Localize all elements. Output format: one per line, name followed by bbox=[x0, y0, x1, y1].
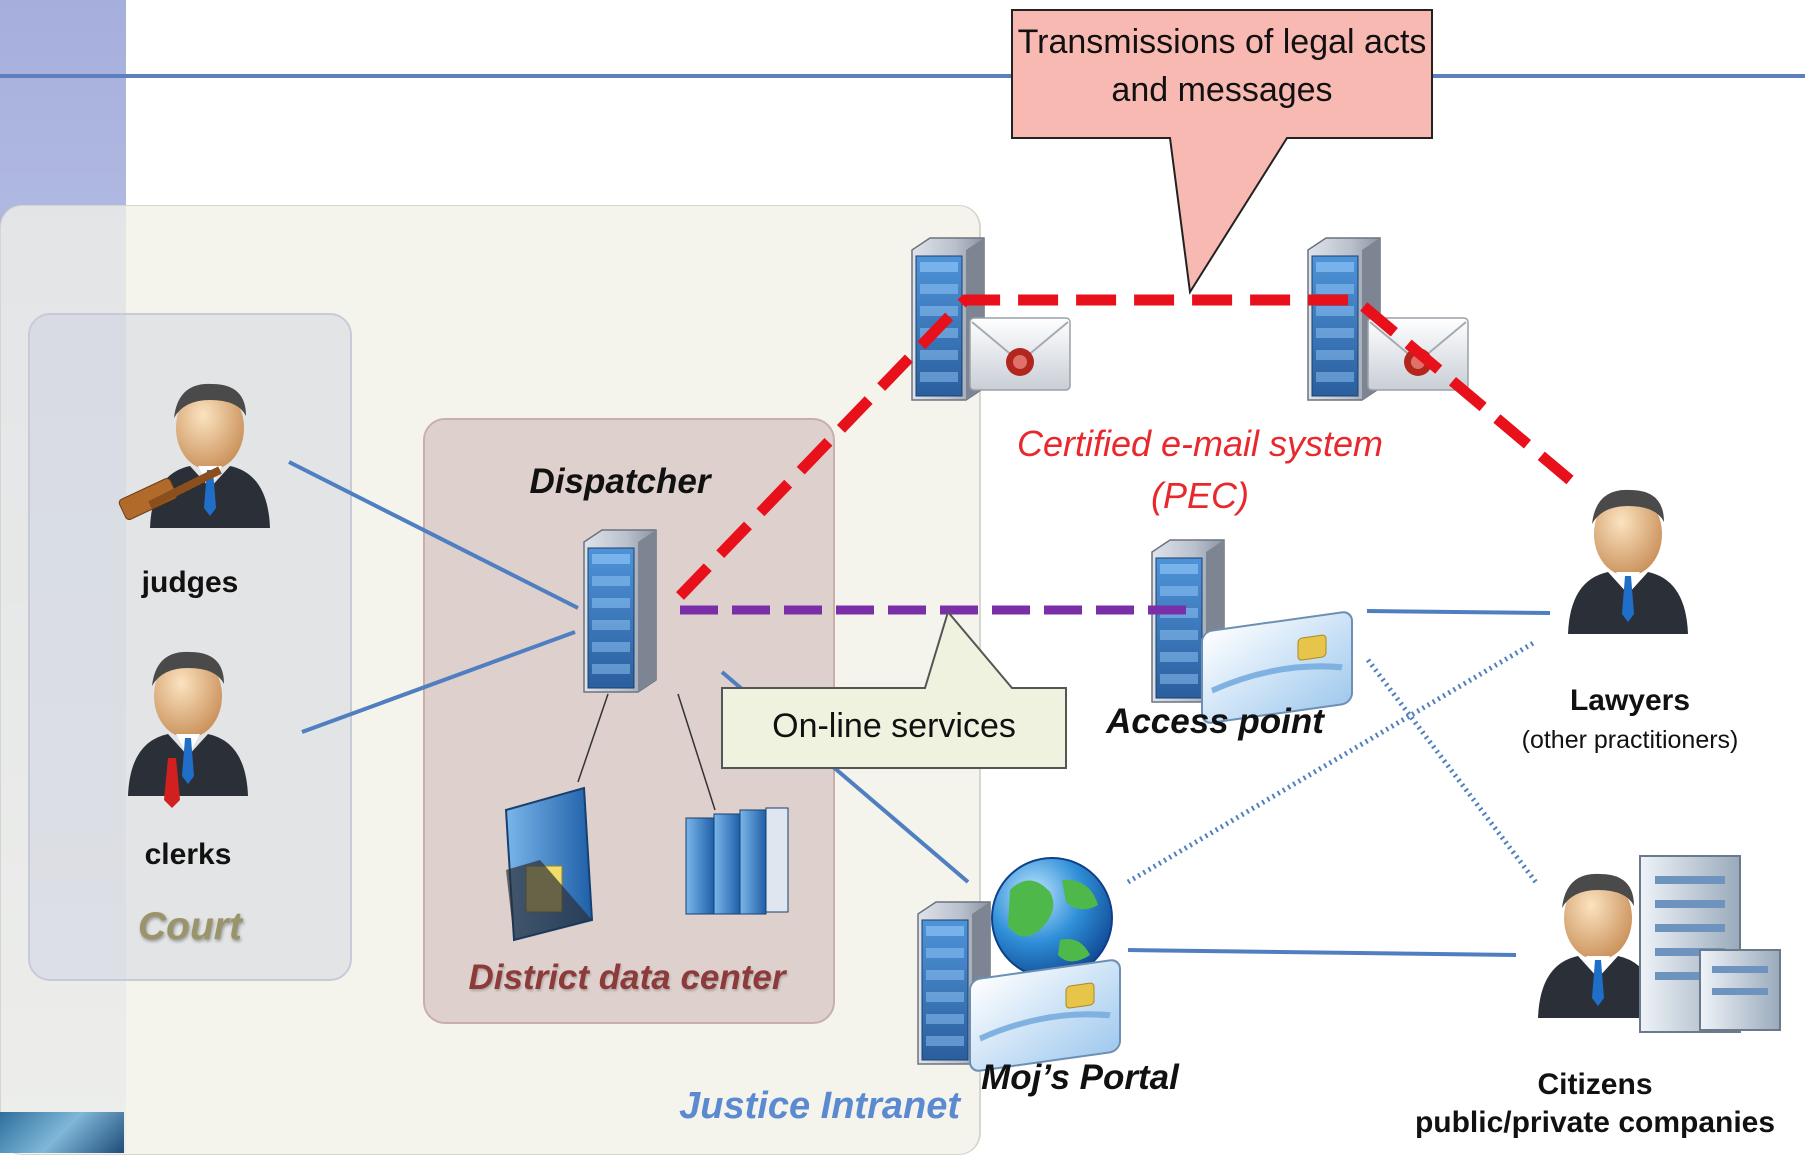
pec-label: Certified e-mail system (PEC) bbox=[965, 418, 1435, 522]
transmissions-callout-text: Transmissions of legal acts and messages bbox=[1017, 23, 1427, 109]
binder-icon bbox=[504, 786, 594, 942]
judges-label: judges bbox=[141, 566, 239, 599]
district-data-center-label: District data center bbox=[468, 958, 786, 997]
lawyers-label: Lawyers bbox=[1569, 684, 1691, 717]
online-services-callout: On-line services bbox=[721, 609, 1067, 769]
citizens-sublabel: public/private companies bbox=[1414, 1106, 1776, 1139]
gavel-icon bbox=[118, 466, 222, 520]
portal-label: Moj’s Portal bbox=[981, 1058, 1179, 1097]
slide-title-rule bbox=[0, 74, 1805, 78]
books-icon bbox=[685, 807, 789, 915]
access-point-label: Access point bbox=[1106, 702, 1324, 741]
pec-label-line1: Certified e-mail system bbox=[1016, 423, 1384, 464]
online-services-callout-text: On-line services bbox=[772, 707, 1016, 745]
pec-label-line2: (PEC) bbox=[1151, 475, 1249, 516]
justice-intranet-label: Justice Intranet bbox=[679, 1085, 960, 1127]
citizens-label: Citizens bbox=[1537, 1068, 1653, 1101]
dispatcher-label: Dispatcher bbox=[529, 462, 711, 501]
transmissions-callout: Transmissions of legal acts and messages bbox=[1011, 9, 1433, 295]
globe-icon bbox=[991, 857, 1113, 979]
lawyers-sublabel: (other practitioners) bbox=[1521, 726, 1739, 754]
footer-logo bbox=[0, 1112, 124, 1153]
clerks-label: clerks bbox=[144, 838, 232, 871]
building-icon bbox=[1639, 855, 1781, 1033]
court-label: Court bbox=[138, 905, 242, 948]
